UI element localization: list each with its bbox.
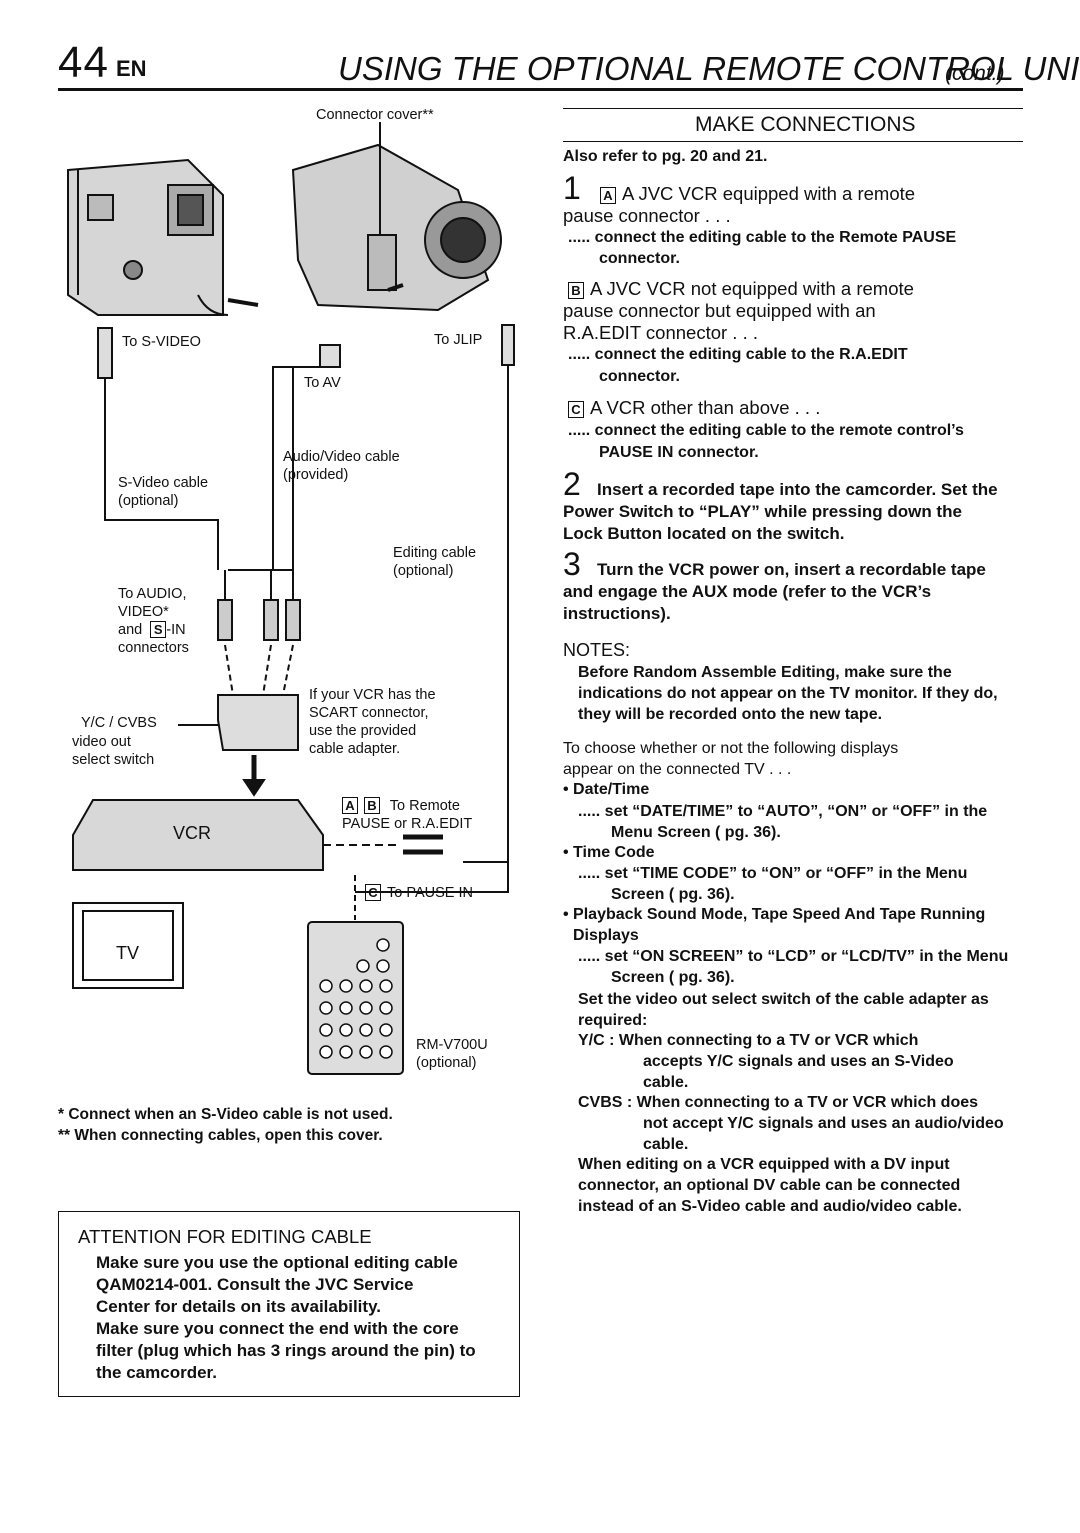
step-2-line: Insert a recorded tape into the camcorde… xyxy=(597,480,998,499)
attention-line: Make sure you use the optional editing c… xyxy=(96,1253,458,1272)
note-4: instead of an S-Video cable and audio/vi… xyxy=(578,1198,962,1215)
note-1: Before Random Assemble Editing, make sur… xyxy=(578,664,952,681)
attention-line: the camcorder. xyxy=(96,1363,217,1382)
option-c-action-2: PAUSE IN connector. xyxy=(599,444,759,461)
cvbs-line: cable. xyxy=(643,1136,689,1153)
vcr-label: VCR xyxy=(173,823,212,843)
option-b-text-3: R.A.EDIT connector . . . xyxy=(563,322,759,343)
cvbs-line: not accept Y/C signals and uses an audio… xyxy=(643,1115,1004,1132)
option-b-action-2: connector. xyxy=(599,368,680,385)
yc-line: accepts Y/C signals and uses an S-Video xyxy=(643,1053,954,1070)
step-1-number: 1 xyxy=(563,170,581,206)
playback-item: • Playback Sound Mode, Tape Speed And Ta… xyxy=(563,906,986,923)
attention-title: ATTENTION FOR EDITING CABLE xyxy=(78,1226,372,1247)
section-rule xyxy=(563,108,1023,142)
to-audio-video-label: To AUDIO, VIDEO* and S-IN connectors xyxy=(118,586,189,656)
section-title: MAKE CONNECTIONS xyxy=(695,113,916,136)
option-a-action: ..... connect the editing cable to the R… xyxy=(568,229,957,246)
footnote-2: ** When connecting cables, open this cov… xyxy=(58,1127,383,1144)
note-2: To choose whether or not the following d… xyxy=(563,740,899,757)
date-time-action: ..... set “DATE/TIME” to “AUTO”, “ON” or… xyxy=(578,803,988,820)
option-b-action: ..... connect the editing cable to the R… xyxy=(568,346,908,363)
header-rule xyxy=(58,88,1023,91)
step-2-number: 2 xyxy=(563,466,581,502)
note-4: When editing on a VCR equipped with a DV… xyxy=(578,1156,950,1173)
attention-line: Center for details on its availability. xyxy=(96,1297,381,1316)
tv-label: TV xyxy=(116,943,140,963)
attention-line: QAM0214-001. Consult the JVC Service xyxy=(96,1275,414,1294)
note-1: indications do not appear on the TV moni… xyxy=(578,685,998,702)
note-1: they will be recorded onto the new tape. xyxy=(578,706,883,723)
yc-line: cable. xyxy=(643,1074,689,1091)
playback-action: ..... set “ON SCREEN” to “LCD” or “LCD/T… xyxy=(578,948,1009,965)
step-3-line: Turn the VCR power on, insert a recordab… xyxy=(597,560,986,579)
vcr-illustration xyxy=(72,799,324,871)
cvbs-line: CVBS : When connecting to a TV or VCR wh… xyxy=(578,1094,979,1111)
note-3: required: xyxy=(578,1012,648,1029)
connection-diagram xyxy=(67,122,515,1075)
attention-line: Make sure you connect the end with the c… xyxy=(96,1319,459,1338)
step-3-line: and engage the AUX mode (refer to the VC… xyxy=(563,582,932,601)
camcorder-side-illustration xyxy=(67,158,259,316)
date-time-item: • Date/Time xyxy=(563,781,650,798)
time-code-action-2: Screen ( pg. 36). xyxy=(611,886,735,903)
date-time-action-2: Menu Screen ( pg. 36). xyxy=(611,824,781,841)
playback-item-2: Displays xyxy=(573,927,639,944)
footnote-1: * Connect when an S-Video cable is not u… xyxy=(58,1106,393,1123)
to-svideo-label: To S-VIDEO xyxy=(122,334,201,350)
tv-illustration xyxy=(72,902,184,989)
remote-illustration xyxy=(307,921,404,1075)
note-4: connector, an optional DV cable can be c… xyxy=(578,1177,961,1194)
camcorder-front-illustration xyxy=(291,122,502,312)
refer-note: Also refer to pg. 20 and 21. xyxy=(563,148,768,165)
to-jlip-label: To JLIP xyxy=(434,332,483,348)
yc-line: Y/C : When connecting to a TV or VCR whi… xyxy=(578,1032,919,1049)
option-a-text-2: pause connector . . . xyxy=(563,205,731,226)
notes-title: NOTES: xyxy=(563,640,631,660)
yc-cvbs-label: Y/C / CVBS xyxy=(81,715,157,731)
to-av-label: To AV xyxy=(304,375,341,391)
note-3: Set the video out select switch of the c… xyxy=(578,991,989,1008)
language-tag: EN xyxy=(116,56,147,81)
note-2: appear on the connected TV . . . xyxy=(563,761,792,778)
av-cable-label: Audio/Video cable(provided) xyxy=(283,449,400,483)
attention-box xyxy=(58,1211,520,1397)
remote-model-label: RM-V700U(optional) xyxy=(416,1037,488,1071)
connector-cover-label: Connector cover** xyxy=(316,107,434,123)
page-title: USING THE OPTIONAL REMOTE CONTROL UNIT xyxy=(338,50,1080,87)
option-c-action: ..... connect the editing cable to the r… xyxy=(568,422,964,439)
svideo-cable-label: S-Video cable(optional) xyxy=(118,475,209,509)
option-a-action-2: connector. xyxy=(599,250,680,267)
option-b-text-2: pause connector but equipped with an xyxy=(563,300,876,321)
step-2-line: Lock Button located on the switch. xyxy=(563,524,845,543)
step-3-number: 3 xyxy=(563,546,581,582)
time-code-item: • Time Code xyxy=(563,844,655,861)
step-3-line: instructions). xyxy=(563,604,671,623)
page-number: 44 xyxy=(58,38,109,87)
page-title-cont: (cont.) xyxy=(945,62,1005,85)
attention-line: filter (plug which has 3 rings around th… xyxy=(96,1341,476,1360)
playback-action-2: Screen ( pg. 36). xyxy=(611,969,735,986)
time-code-action: ..... set “TIME CODE” to “ON” or “OFF” i… xyxy=(578,865,968,882)
step-2-line: Power Switch to “PLAY” while pressing do… xyxy=(563,502,962,521)
editing-cable-label: Editing cable(optional) xyxy=(393,545,477,579)
